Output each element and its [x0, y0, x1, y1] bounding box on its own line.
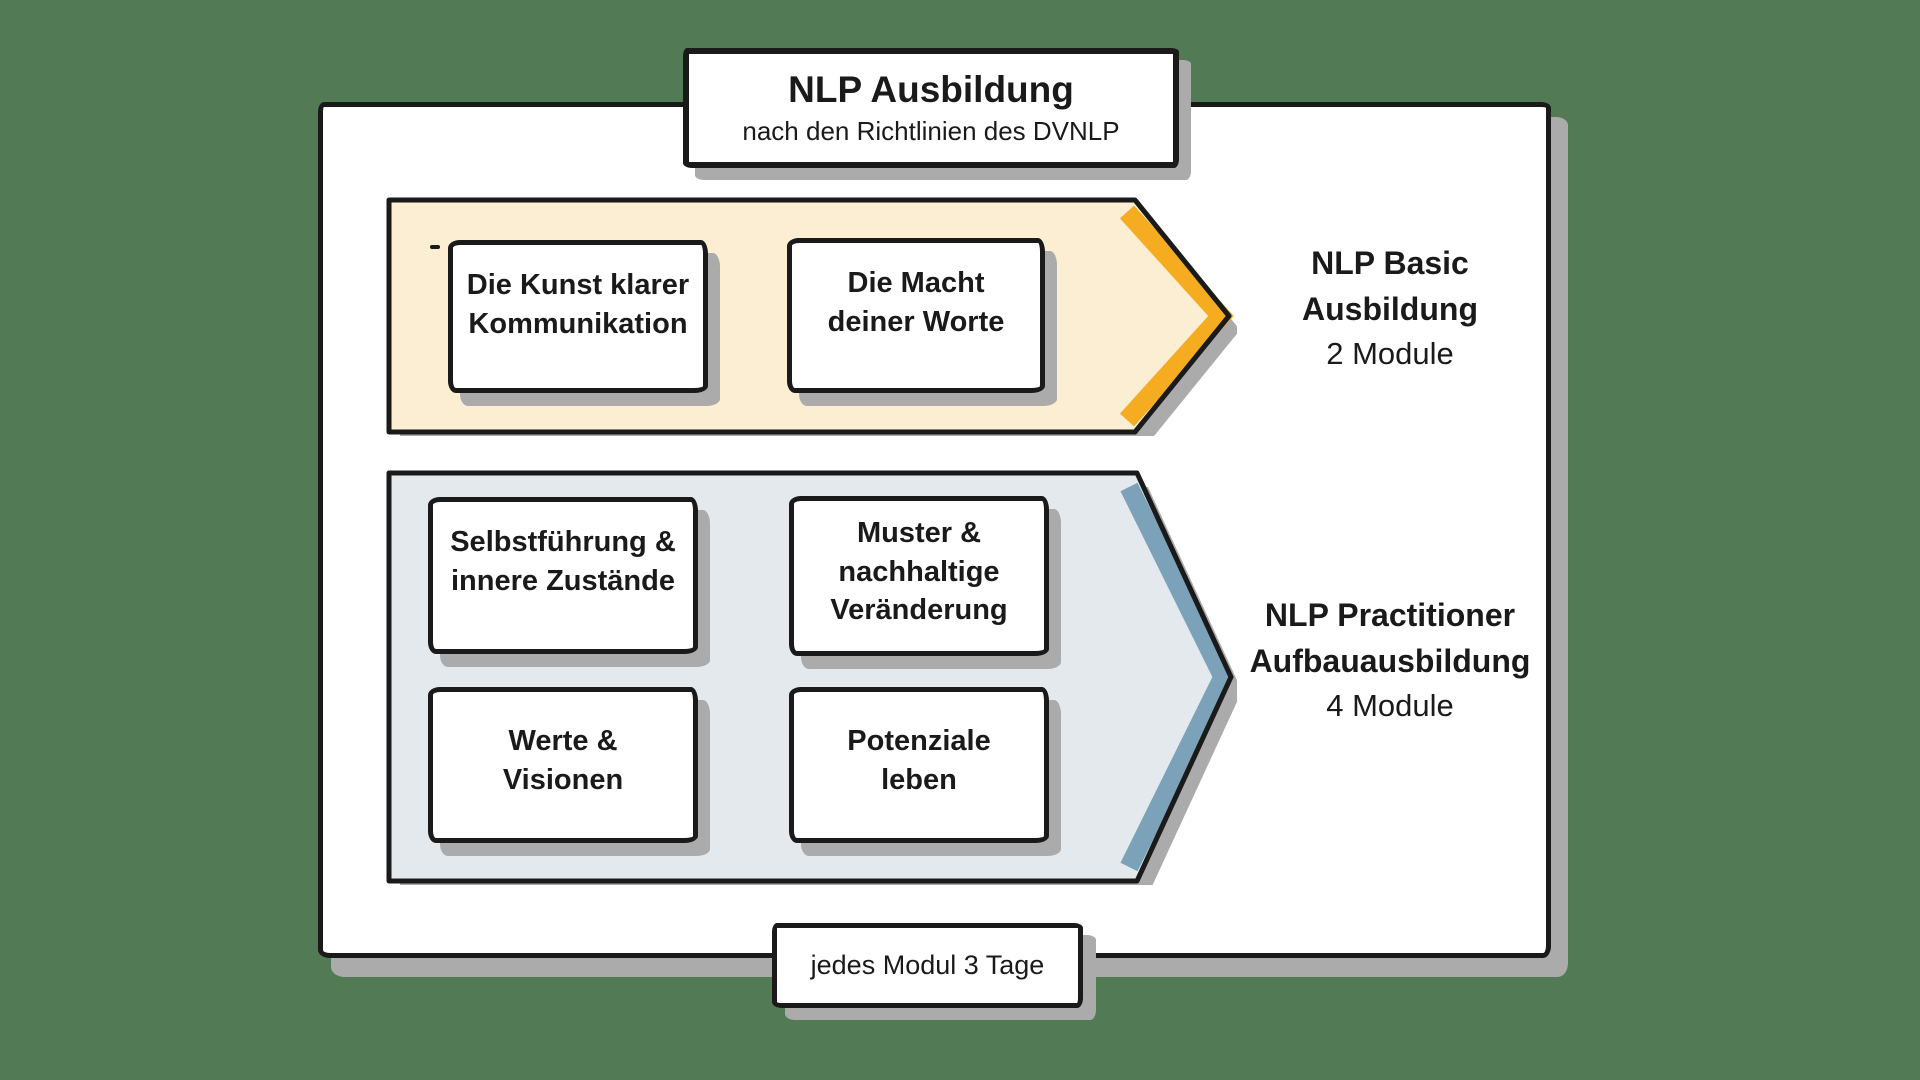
footer-note-box: jedes Modul 3 Tage [772, 923, 1083, 1008]
basic-band-outline [386, 197, 1232, 435]
module-box-macht-deiner-worte: Die Macht deiner Worte [787, 238, 1045, 393]
diagram-subtitle: nach den Richtlinien des DVNLP [742, 115, 1120, 146]
basic-track-name: NLP Basic Ausbildung [1302, 245, 1478, 328]
title-box: NLP Ausbildung nach den Richtlinien des … [683, 48, 1179, 168]
diagram-title: NLP Ausbildung [788, 69, 1074, 111]
module-box-muster-veraenderung: Muster & nachhaltige Veränderung [789, 496, 1049, 656]
practitioner-band-accent-stripe [1120, 482, 1234, 872]
basic-track-module-count: 2 Module [1326, 336, 1454, 372]
module-box-kunst-klarer-kommunikation: Die Kunst klarer Kommunikation [448, 240, 708, 393]
practitioner-track-module-count: 4 Module [1326, 688, 1454, 724]
practitioner-band-outline [386, 470, 1234, 884]
basic-track-label: NLP Basic Ausbildung 2 Module [1245, 240, 1535, 377]
practitioner-track-name: NLP Practitioner Aufbauausbildung [1249, 597, 1531, 680]
module-box-selbstfuehrung: Selbstführung & innere Zustände [428, 497, 698, 654]
module-box-werte-visionen: Werte & Visionen [428, 687, 698, 843]
stray-pen-mark [430, 245, 440, 249]
basic-band-accent-stripe [1119, 205, 1234, 427]
practitioner-track-label: NLP Practitioner Aufbauausbildung 4 Modu… [1222, 592, 1558, 729]
footer-note-text: jedes Modul 3 Tage [810, 950, 1045, 980]
module-box-potenziale-leben: Potenziale leben [789, 687, 1049, 843]
